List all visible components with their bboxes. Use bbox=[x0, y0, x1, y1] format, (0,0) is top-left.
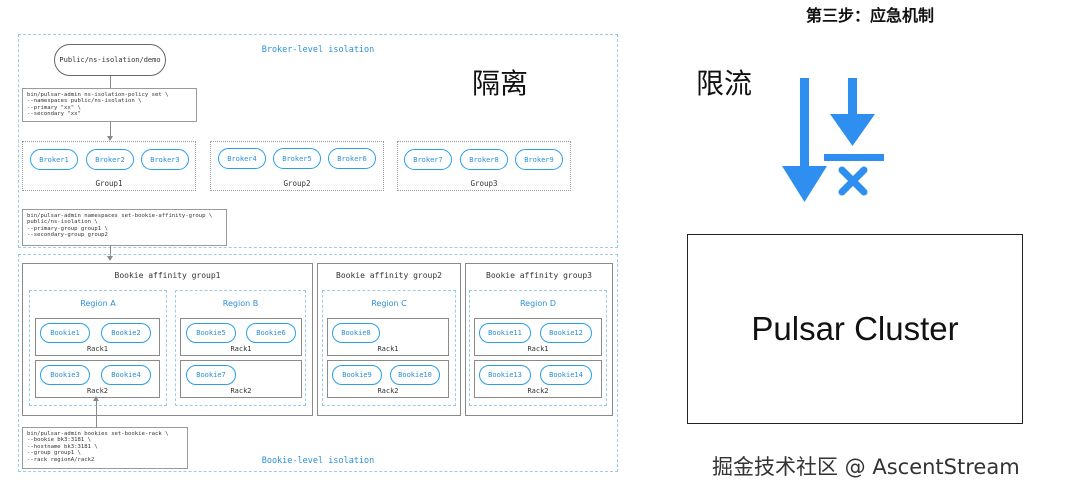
section-heading: 第三步：应急机制 bbox=[805, 6, 934, 25]
pulsar-cluster-label: Pulsar Cluster bbox=[751, 310, 959, 347]
rate-limit-icon bbox=[782, 78, 884, 202]
broker-level-isolation-title: Broker-level isolation bbox=[261, 45, 375, 55]
bookie-9: Bookie9 bbox=[332, 365, 382, 385]
broker-2: Broker2 bbox=[86, 149, 134, 170]
bookie-8: Bookie8 bbox=[332, 323, 380, 343]
broker-5: Broker5 bbox=[273, 148, 321, 169]
namespace-label: Public/ns-isolation/demo bbox=[59, 56, 161, 64]
connector-line bbox=[96, 400, 97, 427]
bookie-4: Bookie4 bbox=[101, 365, 151, 385]
bookie-3: Bookie3 bbox=[40, 365, 90, 385]
region-b bbox=[175, 290, 306, 406]
broker-group-label: Group1 bbox=[95, 179, 123, 188]
broker-group-3 bbox=[397, 141, 571, 191]
rack-label: Rack1 bbox=[527, 345, 549, 353]
set-bookie-rack-command: bin/pulsar-admin bookies set-bookie-rack… bbox=[22, 427, 188, 469]
rack-label: Rack2 bbox=[230, 387, 252, 395]
region-title: Region C bbox=[371, 299, 407, 308]
broker-1: Broker1 bbox=[30, 149, 78, 170]
connector-line bbox=[110, 246, 111, 258]
bookie-12: Bookie12 bbox=[540, 323, 592, 343]
bookie-level-isolation-title: Bookie-level isolation bbox=[261, 456, 375, 466]
bookie-14: Bookie14 bbox=[540, 365, 592, 385]
bookie-level-isolation-frame bbox=[18, 254, 618, 472]
rack-label: Rack2 bbox=[86, 387, 109, 395]
bookie-11: Bookie11 bbox=[479, 323, 531, 343]
broker-3: Broker3 bbox=[141, 149, 189, 170]
isolation-label: 隔离 bbox=[472, 67, 529, 100]
region-d bbox=[469, 290, 607, 406]
bookie-affinity-group-label: Bookie affinity group2 bbox=[336, 271, 442, 280]
arrow-down-icon bbox=[107, 136, 113, 141]
rack-label: Rack1 bbox=[377, 345, 399, 353]
broker-6: Broker6 bbox=[328, 148, 376, 169]
ns-isolation-policy-command: bin/pulsar-admin ns-isolation-policy set… bbox=[22, 88, 197, 122]
bookie-affinity-group-command: bin/pulsar-admin namespaces set-bookie-a… bbox=[22, 209, 227, 246]
broker-4: Broker4 bbox=[218, 148, 266, 169]
bookie-13: Bookie13 bbox=[479, 365, 531, 385]
namespace-node: Public/ns-isolation/demo bbox=[54, 44, 166, 76]
broker-group-label: Group3 bbox=[470, 179, 498, 188]
arrow-down-icon bbox=[107, 256, 113, 261]
region-a bbox=[29, 290, 167, 406]
bookie-1: Bookie1 bbox=[40, 323, 90, 343]
bookie-5: Bookie5 bbox=[186, 323, 236, 343]
bookie-10: Bookie10 bbox=[390, 365, 440, 385]
watermark: 掘金技术社区 @ AscentStream bbox=[712, 455, 1020, 479]
bookie-7: Bookie7 bbox=[186, 365, 236, 385]
region-c bbox=[322, 290, 456, 406]
region-title: Region D bbox=[519, 299, 557, 308]
rack-label: Rack1 bbox=[230, 345, 252, 353]
bookie-2: Bookie2 bbox=[101, 323, 151, 343]
broker-level-isolation-frame bbox=[18, 34, 618, 248]
connector-line bbox=[110, 76, 111, 88]
broker-group-1 bbox=[22, 141, 196, 191]
bookie-affinity-group-label: Bookie affinity group3 bbox=[486, 271, 592, 280]
broker-group-2 bbox=[210, 141, 384, 191]
rack-label: Rack2 bbox=[527, 387, 549, 395]
rack-label: Rack2 bbox=[377, 387, 399, 395]
bookie-affinity-group-label: Bookie affinity group1 bbox=[114, 271, 221, 280]
region-title: Region B bbox=[222, 299, 259, 308]
arrow-up-icon bbox=[93, 396, 99, 401]
broker-8: Broker8 bbox=[460, 149, 508, 170]
region-title: Region A bbox=[80, 299, 116, 308]
connector-line bbox=[110, 122, 111, 138]
pulsar-cluster-box: Pulsar Cluster bbox=[687, 234, 1023, 424]
broker-9: Broker9 bbox=[515, 149, 563, 170]
broker-group-label: Group2 bbox=[283, 179, 311, 188]
broker-7: Broker7 bbox=[404, 149, 452, 170]
rack-label: Rack1 bbox=[86, 345, 109, 353]
rate-limit-label: 限流 bbox=[696, 67, 753, 100]
bookie-6: Bookie6 bbox=[246, 323, 296, 343]
